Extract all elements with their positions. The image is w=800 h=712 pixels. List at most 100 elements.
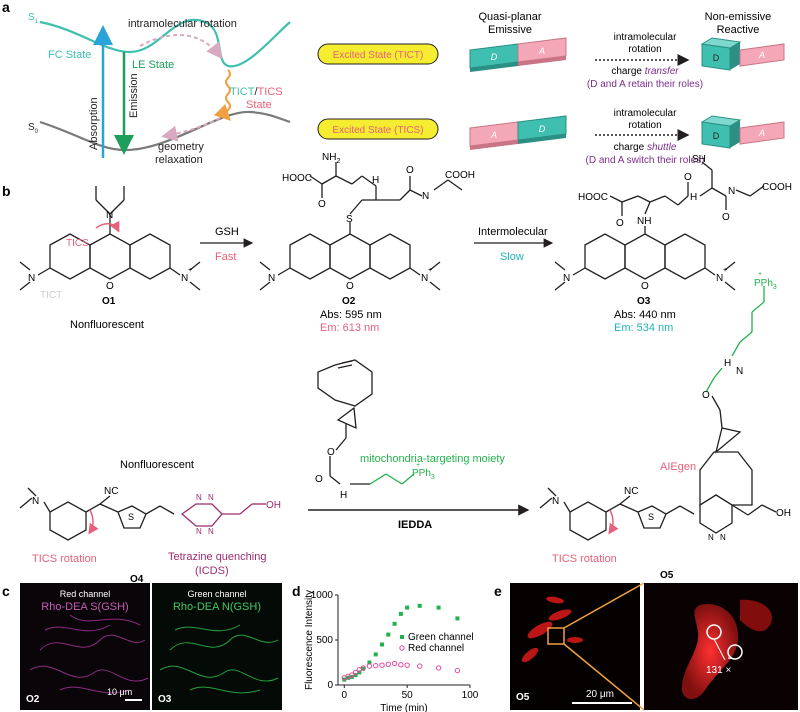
green-o3-label: O3 [158,694,172,705]
o2-structure [259,162,463,291]
o5-label: O5 [660,570,674,581]
red-o2-label: O2 [26,694,40,705]
x-tick-label: 0 [342,690,348,701]
o2-n2: N [422,191,429,202]
relaxation-label: relaxation [155,154,203,166]
o5-oh: OH [776,508,791,519]
o1-tics-label: TICS [66,238,89,249]
o2-label: O2 [342,296,356,307]
o2-plus: + [428,267,432,274]
red-channel-point [391,660,398,667]
relaxation-dashed-arrow [161,117,221,142]
green-channel-point [373,652,378,657]
twisted-da-bottom: D A [700,115,785,149]
red-channel-label: Red channel [60,589,111,599]
panel-b-label: b [2,183,11,199]
geometry-label: geometry [158,141,204,153]
bcn-nh: H [340,490,347,501]
o2-o: O [346,281,354,292]
red-channel-point [366,663,373,669]
o5-tics-arrow [608,509,619,535]
x-axis-label: Time (min) [380,703,427,712]
panel-c-label: c [2,583,10,599]
arrow-top-line1: intramolecular [614,32,677,43]
bcn-o2: O [315,474,323,485]
bcn-reagent [317,359,415,485]
legend-label: Red channel [408,643,464,654]
bcn-plus: + [416,462,420,469]
green-channel-point [380,642,384,647]
transfer-note: (D and A retain their roles) [587,79,703,90]
red-channel-point [349,672,355,678]
o5-tics-rotation: TICS rotation [552,553,617,565]
twisted-da-top: D A [700,37,785,71]
red-channel-point [404,662,410,668]
o2-n-right: N [421,273,428,284]
panel-a: a S1 S0 Absorption Emission FC State LE … [2,0,785,166]
panel-e-label: e [494,583,502,599]
gsh-label: GSH [215,226,239,238]
o5-h: H [724,358,731,369]
panel-b: b N N N + O TICS [2,152,792,585]
o3-em: Em: 534 nm [614,322,673,334]
o3-cooh: COOH [762,182,792,193]
red-channel-point [360,665,366,671]
o4-tetrazine-n2: N [208,493,214,502]
o3-plus: + [723,267,727,274]
intermolecular-label: Intermolecular [478,226,548,238]
o5-cell-texture [521,596,583,663]
o2-s: S [346,214,353,225]
green-channel-point [417,603,422,608]
o5-s: S [648,512,654,522]
o5-o: O [702,390,710,401]
y-axis-label: Fluorescence Intensity [304,590,315,690]
o4-nonfluorescent: Nonfluorescent [120,459,194,471]
o4-icds: (ICDS) [195,565,229,577]
red-channel-texture [29,614,149,694]
zoom-value-label: 131 × [706,665,731,676]
o5-image-label: O5 [516,692,530,703]
o3-sh: SH [692,154,706,165]
tict-box-label: Excited State (TICT) [333,50,424,61]
o4-label: O4 [130,574,144,585]
o4-tetrazine-n3: N [196,527,202,536]
quasi-planar-label: Quasi-planar [479,11,542,23]
o1-o: O [106,281,114,292]
zoom-connector-2 [727,657,736,660]
arrow-bot-line2: rotation [628,120,661,131]
o3-o-acid: O [616,218,624,229]
o3-structure [554,161,765,291]
red-channel-point [352,669,359,676]
a-label-bottom: A [490,130,497,140]
bcn-o1: O [327,447,335,458]
d-label-bottom-twisted: D [713,131,720,141]
d-label-top-twisted: D [713,53,720,63]
o5-n1: N [708,533,714,542]
green-channel-point [455,616,460,621]
o4-nc: NC [104,486,118,497]
a-label-bottom-twisted: A [758,128,765,138]
s1-curve [39,18,291,68]
green-channel-point [392,621,397,626]
o3-n2: N [728,186,735,197]
s0-label: S0 [28,122,39,135]
o4-structure [19,487,266,541]
o1-structure [19,186,201,291]
green-channel-point [357,670,362,675]
green-probe-label: Rho-DEA N(GSH) [173,601,261,613]
absorption-label: Absorption [88,97,100,150]
tict-box [317,43,439,65]
mito-moiety-label: mitochondria-targeting moiety [360,453,505,465]
o4-s: S [128,512,134,522]
green-channel-point [361,666,366,671]
green-channel-point [436,605,441,610]
o1-n-left: N [28,273,35,284]
green-channel-point [346,675,351,680]
zoomed-organelle [681,604,739,700]
o2-cooh: COOH [445,170,475,181]
o1-tics-arrow [95,220,120,233]
fc-state-label: FC State [48,49,91,61]
legend-label: Green channel [408,632,474,643]
panel-c: c Red channel Rho-DEA S(GSH) O2 10 μm Gr… [2,583,282,710]
